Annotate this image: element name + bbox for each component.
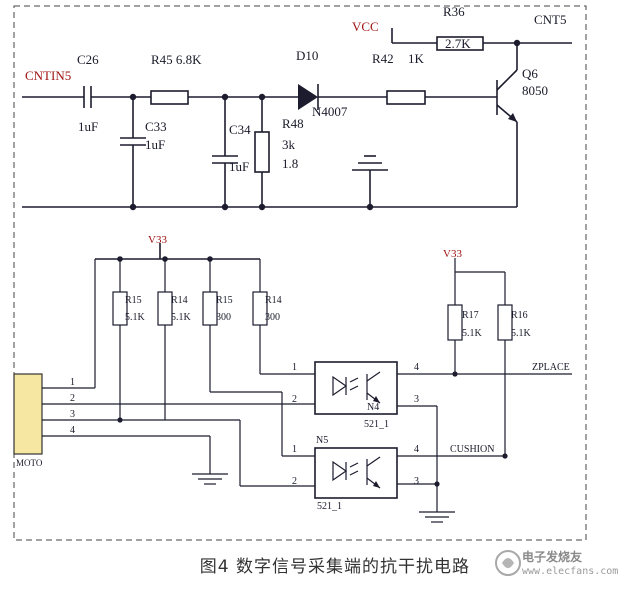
figure-caption: 图4 数字信号采集端的抗干扰电路 xyxy=(199,557,470,577)
label-cushion: CUSHION xyxy=(450,444,494,455)
label-c33: C33 xyxy=(145,119,167,134)
labels: CNTIN5 C26 1uF R45 6.8K C33 1uF C34 1uF … xyxy=(16,4,570,512)
lower-circuit xyxy=(13,243,572,523)
r48-resistor xyxy=(254,131,270,173)
label-c33-value: 1uF xyxy=(145,137,165,152)
label-v33-right: V33 xyxy=(443,248,462,260)
label-cnt5: CNT5 xyxy=(534,12,567,27)
watermark-logo-icon xyxy=(495,550,521,576)
label-moto: MOTO xyxy=(16,458,43,468)
label-j1: 1 xyxy=(70,377,75,388)
r45-resistor xyxy=(150,90,189,105)
label-n5-part: 521_1 xyxy=(317,501,342,512)
label-r14a-value: 5.1K xyxy=(171,312,192,323)
label-r15a: R15 xyxy=(125,295,142,306)
label-r42: R42 xyxy=(372,51,394,66)
watermark-name: 电子发烧友 xyxy=(522,550,583,564)
label-r14b-value: 300 xyxy=(265,312,280,323)
label-q6-part: 8050 xyxy=(522,83,548,98)
dashed-frame xyxy=(13,5,587,541)
label-n5-pin2: 2 xyxy=(292,476,297,487)
upper-circuit xyxy=(22,28,572,211)
label-c26-value: 1uF xyxy=(78,119,98,134)
moto-connector xyxy=(13,373,43,455)
label-j3: 3 xyxy=(70,409,75,420)
label-r48: R48 xyxy=(282,116,304,131)
label-r15a-value: 5.1K xyxy=(125,312,146,323)
label-n5-pin3: 3 xyxy=(414,476,419,487)
label-n4-pin4: 4 xyxy=(414,362,419,373)
r42-resistor xyxy=(386,90,426,105)
label-c34: C34 xyxy=(229,122,251,137)
n5-optocoupler xyxy=(314,447,398,499)
label-d10: D10 xyxy=(296,48,318,63)
label-n4-pin3: 3 xyxy=(414,394,419,405)
label-cntin5: CNTIN5 xyxy=(25,68,71,83)
label-zplace: ZPLACE xyxy=(532,362,570,373)
label-r14b: R14 xyxy=(265,295,282,306)
label-r36-value: 2.7K xyxy=(445,36,471,51)
label-n5-pin4: 4 xyxy=(414,444,419,455)
label-j4: 4 xyxy=(70,425,75,436)
label-j2: 2 xyxy=(70,393,75,404)
label-r15b: R15 xyxy=(216,295,233,306)
r15-300-resistor xyxy=(202,291,218,326)
label-vcc: VCC xyxy=(352,19,379,34)
label-r17: R17 xyxy=(462,310,479,321)
label-c34-value: 1uF xyxy=(229,159,249,174)
label-n4-part: 521_1 xyxy=(364,419,389,430)
label-r16-value: 5.1K xyxy=(511,328,532,339)
r14-5k1-resistor xyxy=(157,291,173,326)
label-r15b-value: 300 xyxy=(216,312,231,323)
label-n5-pin1: 1 xyxy=(292,444,297,455)
label-r36: R36 xyxy=(443,4,465,19)
label-r17-value: 5.1K xyxy=(462,328,483,339)
label-r16: R16 xyxy=(511,310,528,321)
label-c26: C26 xyxy=(77,52,99,67)
label-r48-value: 3k xyxy=(282,137,296,152)
label-n4-pin1: 1 xyxy=(292,362,297,373)
label-d10-part: N4007 xyxy=(312,104,348,119)
r17-resistor xyxy=(447,304,463,341)
label-r42-value: 1K xyxy=(408,51,425,66)
label-r48-extra: 1.8 xyxy=(282,156,298,171)
label-n4: N4 xyxy=(367,402,379,413)
label-v33-left: V33 xyxy=(148,234,167,246)
n4-optocoupler xyxy=(314,361,398,415)
label-q6: Q6 xyxy=(522,66,538,81)
label-r45: R45 6.8K xyxy=(151,52,202,67)
r16-resistor xyxy=(497,304,513,341)
label-n5: N5 xyxy=(316,435,328,446)
label-n4-pin2: 2 xyxy=(292,394,297,405)
d10-diode xyxy=(298,84,318,110)
watermark-url: www.elecfans.com xyxy=(522,566,619,577)
label-r14a: R14 xyxy=(171,295,188,306)
